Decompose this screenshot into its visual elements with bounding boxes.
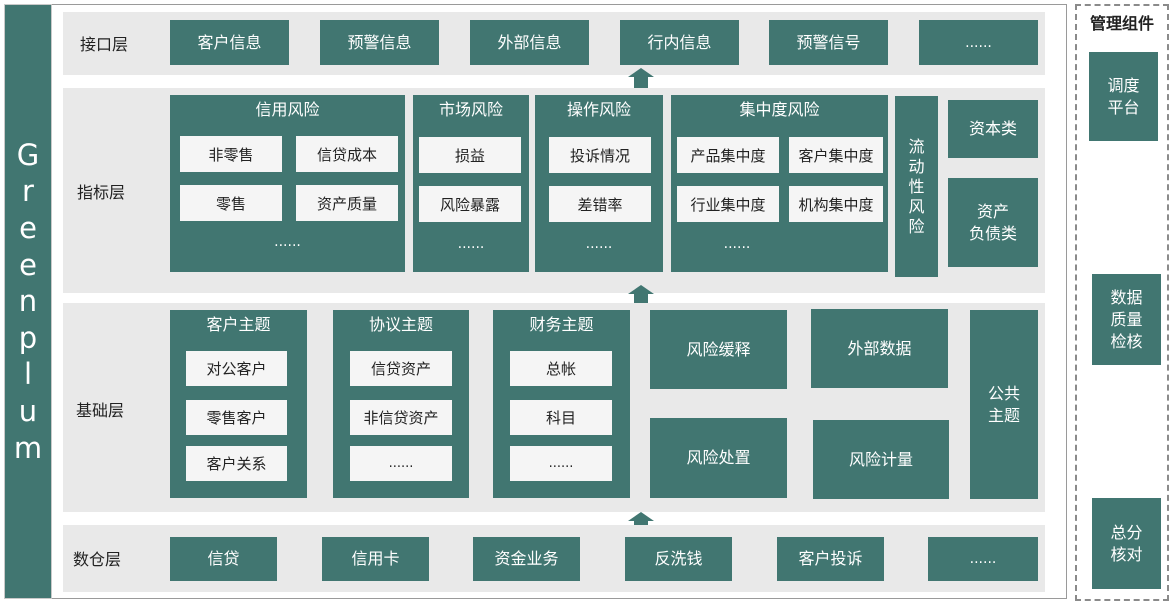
- finance-more: ......: [510, 446, 612, 481]
- credit-item-non-retail: 非零售: [180, 136, 282, 172]
- greenplum-letter: l: [23, 357, 33, 392]
- operation-more: ......: [585, 236, 613, 252]
- greenplum-letter: G: [16, 137, 40, 172]
- arrow-up-icon: [628, 68, 654, 88]
- liquidity-risk-box: 流 动 性 风 险: [895, 96, 938, 277]
- warehouse-item-aml: 反洗钱: [625, 537, 732, 581]
- credit-item-credit-cost: 信贷成本: [296, 136, 398, 172]
- market-more: ......: [457, 236, 485, 252]
- warehouse-item-complaints: 客户投诉: [777, 537, 884, 581]
- warehouse-item-credit: 信贷: [170, 537, 277, 581]
- interface-item-external-info: 外部信息: [470, 20, 589, 65]
- agreement-subject-title: 协议主题: [368, 315, 433, 334]
- concentration-more: ......: [723, 236, 751, 252]
- greenplum-letter: p: [18, 320, 38, 355]
- public-subject-box: 公共 主题: [970, 310, 1038, 499]
- market-item-exposure: 风险暴露: [419, 186, 521, 222]
- market-item-pnl: 损益: [419, 137, 521, 173]
- greenplum-letter: e: [19, 247, 37, 282]
- concentration-item-customer: 客户集中度: [789, 137, 883, 173]
- finance-item-ledger: 总帐: [510, 351, 612, 386]
- external-data-box: 外部数据: [811, 309, 948, 388]
- operation-item-complaints: 投诉情况: [549, 137, 651, 173]
- indicator-layer-label: 指标层: [77, 183, 126, 202]
- base-layer-label: 基础层: [76, 401, 125, 420]
- finance-subject-title: 财务主题: [529, 315, 594, 334]
- warehouse-item-treasury: 资金业务: [473, 537, 580, 581]
- risk-disposal-box: 风险处置: [650, 418, 787, 498]
- management-panel: [1075, 4, 1169, 601]
- customer-item-corporate: 对公客户: [186, 351, 287, 386]
- operation-risk-group: 操作风险: [535, 95, 663, 272]
- arrow-up-icon: [628, 285, 654, 305]
- agreement-more: ......: [350, 446, 452, 481]
- agreement-item-non-credit-assets: 非信贷资产: [350, 400, 452, 435]
- greenplum-letter: u: [18, 393, 38, 428]
- interface-item-internal-info: 行内信息: [620, 20, 739, 65]
- data-quality-check-box: 数据 质量 检核: [1092, 274, 1161, 365]
- risk-measurement-box: 风险计量: [813, 420, 949, 499]
- agreement-item-credit-assets: 信贷资产: [350, 351, 452, 386]
- risk-mitigation-box: 风险缓释: [650, 310, 787, 389]
- operation-item-error-rate: 差错率: [549, 186, 651, 222]
- concentration-risk-title: 集中度风险: [739, 100, 820, 119]
- finance-item-account: 科目: [510, 400, 612, 435]
- interface-item-more: ......: [919, 20, 1038, 65]
- credit-risk-group: 信用风险: [170, 95, 405, 272]
- interface-layer-label: 接口层: [80, 35, 129, 54]
- operation-risk-title: 操作风险: [566, 100, 631, 119]
- management-title: 管理组件: [1089, 14, 1154, 33]
- interface-item-alert-signal: 预警信号: [769, 20, 888, 65]
- credit-more: ......: [274, 234, 301, 250]
- asset-liability-box: 资产 负债类: [948, 178, 1038, 267]
- market-risk-title: 市场风险: [438, 100, 503, 119]
- warehouse-item-more: ......: [928, 537, 1038, 581]
- warehouse-item-credit-card: 信用卡: [322, 537, 429, 581]
- customer-item-relationship: 客户关系: [186, 446, 287, 481]
- interface-item-alert-info: 预警信息: [320, 20, 439, 65]
- credit-item-asset-quality: 资产质量: [296, 185, 398, 221]
- greenplum-letter: e: [19, 211, 37, 246]
- reconciliation-box: 总分 核对: [1092, 498, 1161, 589]
- concentration-item-industry: 行业集中度: [677, 186, 779, 222]
- concentration-item-institution: 机构集中度: [789, 186, 883, 222]
- credit-risk-title: 信用风险: [255, 100, 320, 119]
- concentration-item-product: 产品集中度: [677, 137, 779, 173]
- customer-item-retail: 零售客户: [186, 400, 287, 435]
- market-risk-group: 市场风险: [413, 95, 529, 272]
- capital-box: 资本类: [948, 100, 1038, 158]
- greenplum-letter: m: [13, 430, 43, 465]
- concentration-risk-group: 集中度风险: [671, 95, 888, 272]
- greenplum-letter: r: [22, 174, 34, 209]
- interface-item-customer-info: 客户信息: [170, 20, 289, 65]
- greenplum-letter: n: [18, 284, 38, 319]
- customer-subject-title: 客户主题: [206, 315, 271, 334]
- credit-item-retail: 零售: [180, 185, 282, 221]
- scheduling-platform-box: 调度 平台: [1089, 52, 1158, 141]
- warehouse-layer-label: 数仓层: [73, 550, 122, 569]
